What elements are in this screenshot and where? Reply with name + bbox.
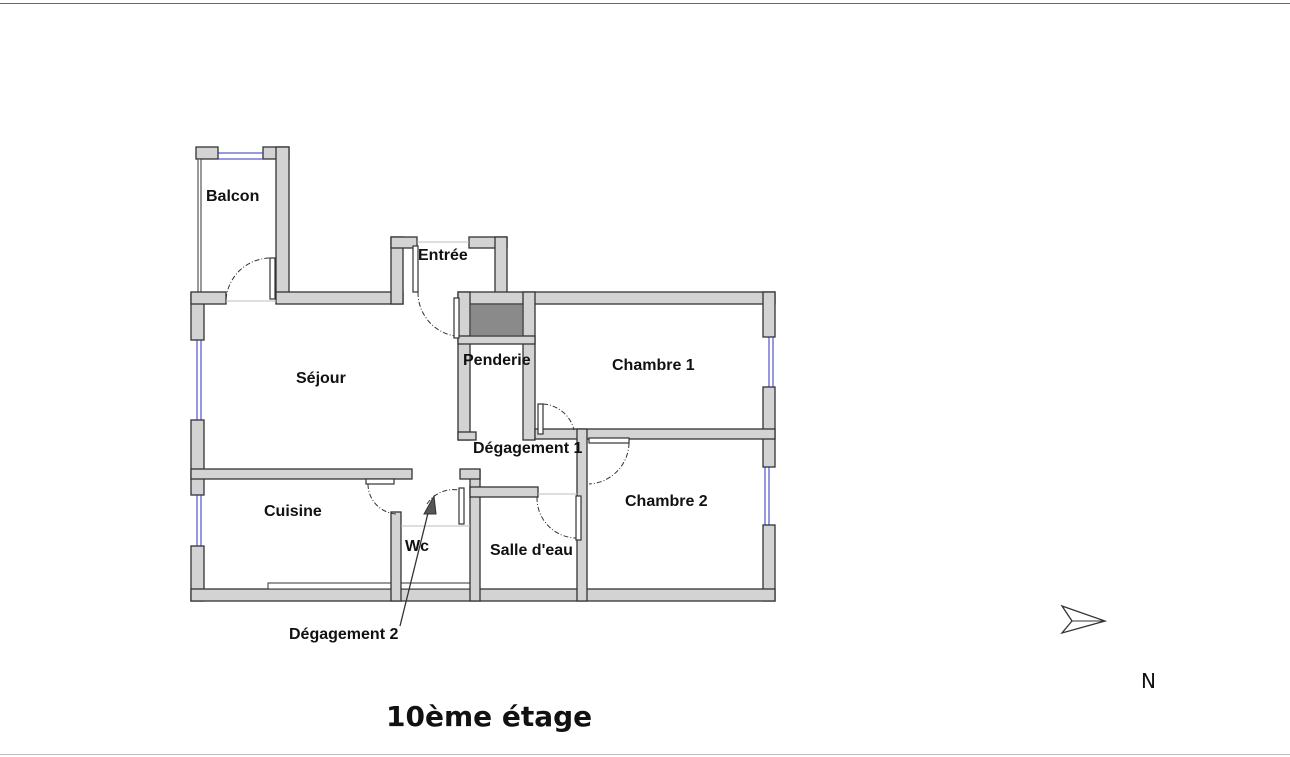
label-balcon: Balcon (206, 188, 259, 205)
wall-sejour-cuisine (190, 468, 413, 480)
door-sejour-leaf[interactable] (453, 297, 460, 339)
degagement2-pointer (399, 494, 437, 627)
storage-unit (469, 303, 524, 337)
wall-left-middle (190, 419, 205, 496)
doors (225, 245, 630, 541)
wall-wc-left (390, 511, 402, 602)
room-labels: Balcon Entrée Séjour Penderie Chambre 1 … (206, 188, 708, 643)
label-sejour: Séjour (296, 370, 346, 387)
door-wc-leaf[interactable] (458, 487, 465, 525)
door-balcon-leaf[interactable] (269, 257, 276, 300)
door-cuisine-swing (367, 483, 398, 515)
door-chambre2-swing (588, 442, 630, 485)
wall-top-right (457, 291, 776, 305)
door-entree-swing (417, 291, 456, 337)
wall-right-top (762, 291, 776, 338)
door-cuisine-leaf[interactable] (365, 478, 395, 485)
north-label: N (1141, 669, 1156, 693)
pointer-line (399, 504, 431, 627)
balcony-railing (197, 158, 202, 297)
wall-right-middle (762, 386, 776, 468)
door-chambre1-leaf[interactable] (537, 403, 544, 435)
door-wc-swing (426, 489, 460, 505)
label-degagement2: Dégagement 2 (289, 626, 398, 643)
label-penderie: Penderie (463, 352, 531, 369)
pointer-arrowhead-icon (423, 494, 437, 515)
bottom-rule (0, 754, 1290, 755)
balcony-post-left (195, 146, 219, 160)
wall-top-sejour (275, 291, 404, 305)
wall-penderie-right (522, 291, 536, 441)
door-salle-eau-leaf[interactable] (575, 495, 582, 541)
label-entree: Entrée (418, 247, 468, 264)
north-arrow-icon (1060, 604, 1108, 635)
wall-wc-top (459, 468, 481, 480)
door-chambre2-leaf[interactable] (588, 437, 630, 444)
top-rule (0, 3, 1290, 4)
label-cuisine: Cuisine (264, 503, 322, 520)
label-chambre2: Chambre 2 (625, 493, 708, 510)
floor-title: 10ème étage (386, 700, 592, 733)
interior-walls (190, 291, 776, 602)
kitchen-counter (267, 582, 472, 590)
label-chambre1: Chambre 1 (612, 357, 695, 374)
wall-penderie-shelf (457, 335, 536, 345)
door-salle-eau-swing (536, 496, 577, 539)
label-wc: Wc (405, 538, 429, 555)
door-balcon-swing (225, 257, 271, 300)
balcony-wall-right (275, 146, 290, 298)
compass: N (1060, 604, 1156, 693)
door-entree-leaf[interactable] (412, 245, 419, 293)
wall-bottom (190, 588, 776, 602)
outer-walls (190, 236, 776, 602)
wall-top-left-stub (190, 291, 227, 305)
door-chambre1-swing (542, 403, 575, 431)
label-degagement1: Dégagement 1 (473, 440, 582, 457)
wall-penderie-bottom (457, 431, 477, 441)
label-salle-eau: Salle d'eau (490, 542, 573, 559)
wall-salle-eau-top (469, 486, 539, 498)
wall-chambre1-bottom (534, 428, 776, 440)
